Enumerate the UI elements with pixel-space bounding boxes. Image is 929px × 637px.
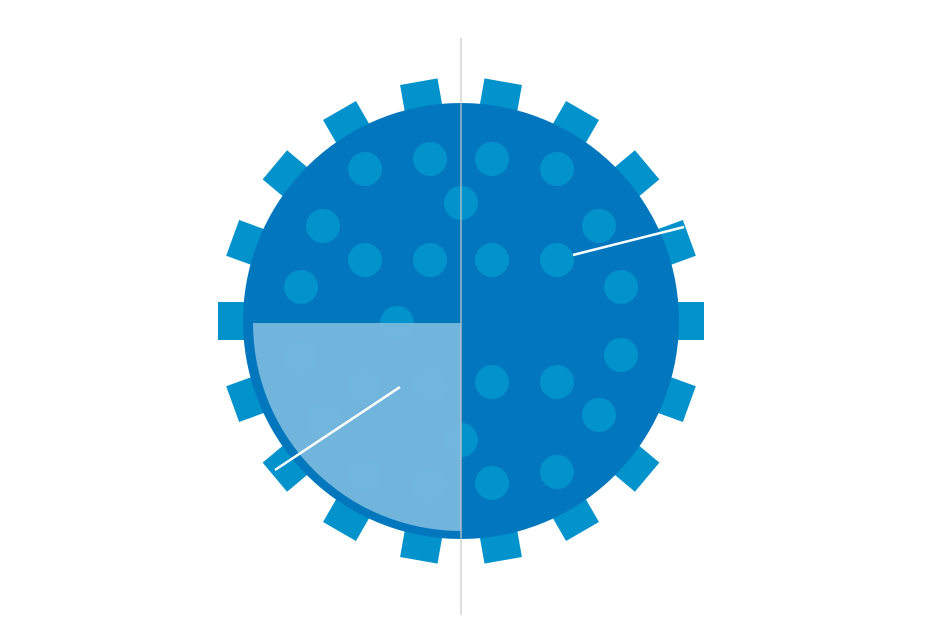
dot	[582, 398, 616, 432]
dot	[413, 243, 447, 277]
dot	[475, 142, 509, 176]
dot	[413, 142, 447, 176]
dot	[348, 243, 382, 277]
dot	[604, 338, 638, 372]
dot	[284, 270, 318, 304]
dot	[475, 466, 509, 500]
dot	[540, 365, 574, 399]
dot	[540, 152, 574, 186]
dot	[604, 270, 638, 304]
dot	[540, 243, 574, 277]
dot	[475, 365, 509, 399]
highlighted-quadrant	[253, 323, 461, 531]
pointer-line-right	[572, 225, 685, 257]
pointer-line-left	[274, 385, 401, 472]
dot	[306, 209, 340, 243]
dot	[348, 152, 382, 186]
dot	[582, 209, 616, 243]
dot	[475, 243, 509, 277]
dot	[540, 455, 574, 489]
